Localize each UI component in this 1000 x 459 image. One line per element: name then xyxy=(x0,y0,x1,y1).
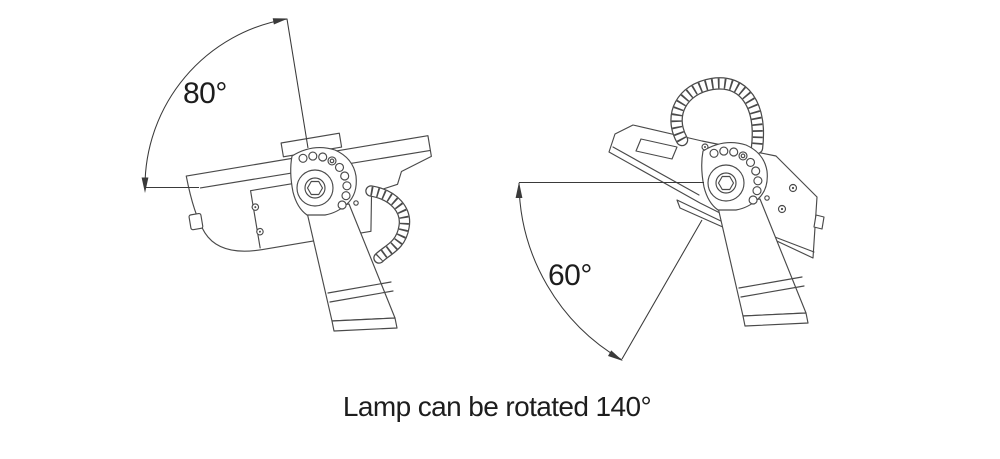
arrowhead-up xyxy=(515,182,523,198)
caption: Lamp can be rotated 140° xyxy=(343,391,651,422)
arrowhead-down-right xyxy=(608,350,623,361)
right-lamp-view: 60° xyxy=(515,77,825,361)
arrowhead-down xyxy=(141,177,149,193)
lamp-stand xyxy=(305,203,398,332)
angle-label-left: 80° xyxy=(183,77,227,110)
left-lamp-view: 80° xyxy=(141,18,443,332)
angle-label-right: 60° xyxy=(548,259,592,292)
coiled-cable xyxy=(365,185,411,264)
dimension-arc-60 xyxy=(515,181,704,361)
arrowhead-up-right xyxy=(272,18,288,25)
coiled-cable xyxy=(670,77,765,155)
dimension-arc-80 xyxy=(141,18,309,193)
